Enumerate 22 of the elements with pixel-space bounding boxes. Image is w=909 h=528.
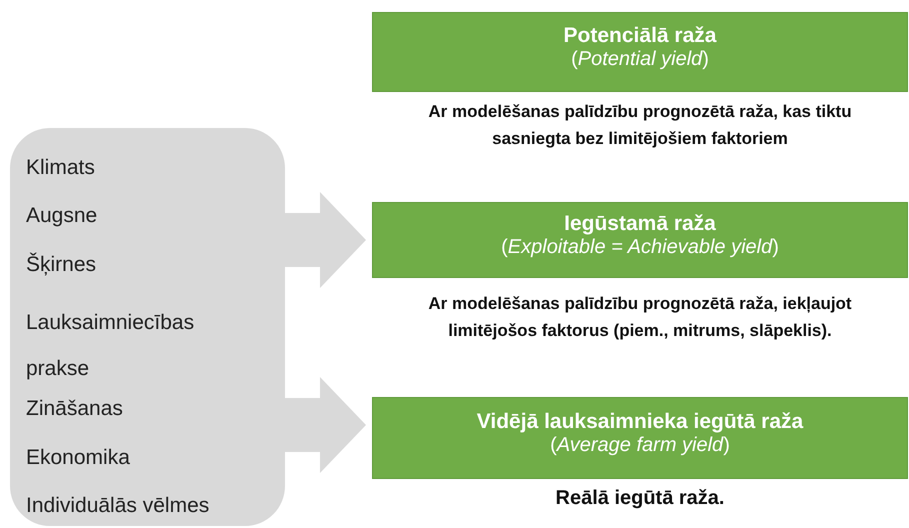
factor-label: Individuālās vēlmes: [26, 493, 210, 519]
chevron-arrow: [284, 377, 366, 473]
yield-box: [372, 202, 908, 278]
box-heading: Vidējā lauksaimnieka iegūtā raža: [476, 410, 804, 434]
factor-panel: [10, 128, 285, 526]
factor-label: Šķirnes: [26, 252, 96, 278]
description-text: Reālā iegūtā raža.: [554, 486, 726, 511]
box-subtitle: (Potential yield): [570, 48, 710, 71]
description-text: Ar modelēšanas palīdzību prognozētā raža, kas tiktu sasniegta bez limitējošiem faktoriem: [427, 101, 853, 150]
factor-label: Klimats: [26, 155, 95, 181]
chevron-arrow: [284, 192, 366, 288]
box-heading: Potenciālā raža: [562, 24, 718, 48]
box-heading: Iegūstamā raža: [563, 212, 717, 236]
yield-box: [372, 12, 908, 92]
factor-label: Zināšanas: [26, 396, 123, 422]
box-subtitle: (Average farm yield): [549, 434, 731, 457]
description-text: Ar modelēšanas palīdzību prognozētā raža, iekļaujot limitējošos faktorus (piem., mitrums, slāpeklis).: [427, 293, 853, 342]
factor-label: Lauksaimniecības prakse: [26, 310, 196, 382]
factor-label: Augsne: [26, 203, 98, 229]
yield-box: [372, 397, 908, 479]
factor-label: Ekonomika: [26, 445, 130, 471]
box-subtitle: (Exploitable = Achievable yield): [500, 236, 780, 259]
